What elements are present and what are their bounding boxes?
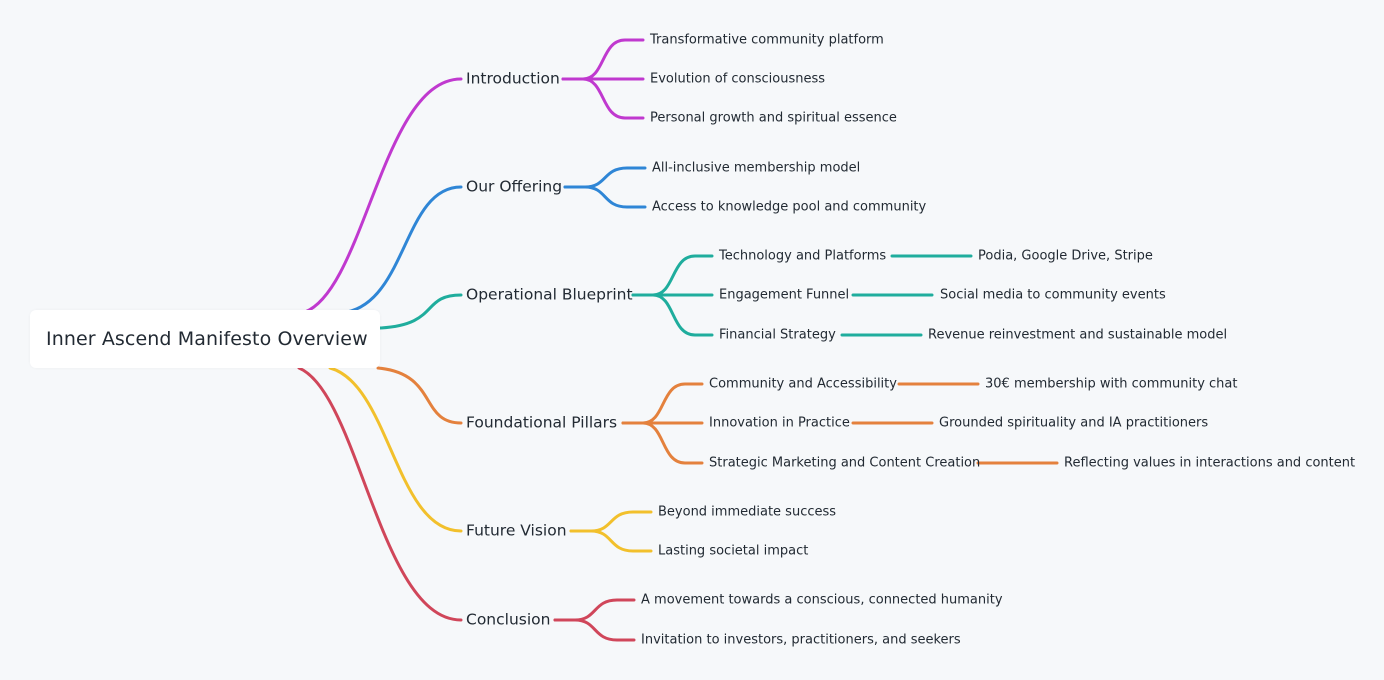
detail-node[interactable]: Social media to community events (940, 287, 1166, 303)
branch-node[interactable]: Future Vision (466, 521, 567, 540)
detail-node[interactable]: Podia, Google Drive, Stripe (978, 248, 1153, 264)
root-branch-connector (376, 366, 463, 425)
child-node[interactable]: Technology and Platforms (719, 248, 887, 264)
root-branch-connector (303, 77, 463, 314)
child-node[interactable]: Personal growth and spiritual essence (650, 110, 897, 126)
child-node[interactable]: Evolution of consciousness (650, 71, 826, 87)
root-node[interactable]: Inner Ascend Manifesto Overview (30, 310, 380, 368)
child-node[interactable]: Beyond immediate success (658, 504, 837, 520)
branch-child-connector (561, 77, 645, 120)
child-node[interactable]: All-inclusive membership model (652, 160, 861, 176)
branch-child-connector (563, 185, 647, 209)
root-branch-connector (345, 185, 463, 314)
child-node[interactable]: Access to knowledge pool and community (652, 199, 927, 215)
detail-node[interactable]: Reflecting values in interactions and co… (1064, 455, 1356, 471)
branch-child-connector (553, 618, 636, 642)
branch-node[interactable]: Our Offering (466, 177, 563, 196)
child-node[interactable]: Invitation to investors, practitioners, … (641, 632, 961, 648)
branch-child-connector (631, 254, 714, 297)
child-node[interactable]: Financial Strategy (719, 327, 836, 343)
detail-node[interactable]: Revenue reinvestment and sustainable mod… (928, 327, 1228, 343)
root-branch-connector (297, 366, 463, 622)
detail-node[interactable]: 30€ membership with community chat (985, 376, 1238, 392)
child-node[interactable]: A movement towards a conscious, connecte… (641, 592, 1003, 608)
root-branch-connector (378, 293, 463, 330)
branch-child-connector (621, 382, 704, 425)
branch-child-connector (553, 598, 636, 622)
root-node-label: Inner Ascend Manifesto Overview (46, 328, 368, 350)
branch-node[interactable]: Introduction (466, 69, 560, 88)
child-node[interactable]: Community and Accessibility (709, 376, 897, 392)
branch-child-connector (569, 510, 653, 533)
child-node[interactable]: Strategic Marketing and Content Creation (709, 455, 981, 471)
branch-child-connector (563, 166, 647, 189)
child-node[interactable]: Engagement Funnel (719, 287, 850, 303)
root-branch-connector (328, 366, 463, 533)
branch-child-connector (569, 529, 653, 553)
child-node[interactable]: Lasting societal impact (658, 543, 809, 559)
detail-node[interactable]: Grounded spirituality and IA practitione… (939, 415, 1209, 431)
branch-node[interactable]: Foundational Pillars (466, 413, 618, 432)
branch-child-connector (561, 38, 645, 81)
branch-child-connector (631, 293, 714, 337)
child-node[interactable]: Innovation in Practice (709, 415, 850, 431)
branch-node[interactable]: Conclusion (466, 610, 551, 629)
child-node[interactable]: Transformative community platform (650, 32, 884, 48)
branch-child-connector (621, 421, 704, 465)
branch-node[interactable]: Operational Blueprint (466, 285, 633, 304)
